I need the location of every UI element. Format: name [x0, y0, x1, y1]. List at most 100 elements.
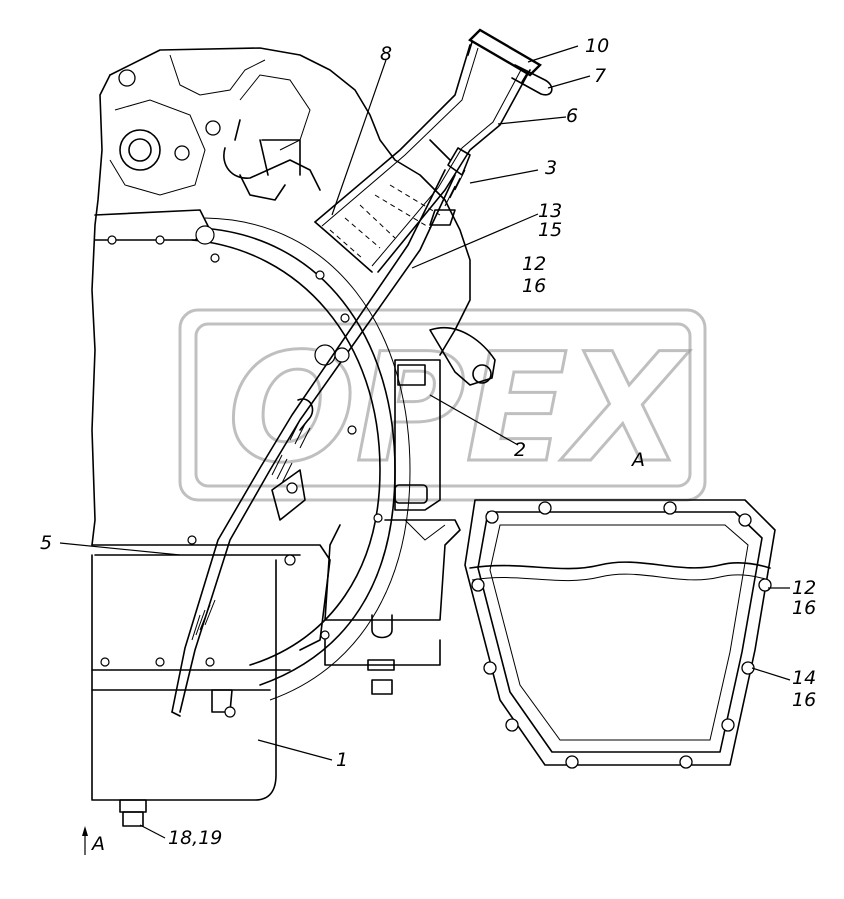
housing-bolt-hole	[320, 630, 330, 640]
view-arrow-head	[82, 826, 88, 836]
filler-tube-right-wall	[377, 69, 531, 273]
callout-1: 1	[336, 749, 348, 771]
hose-clamp	[234, 119, 301, 176]
gasket-bolt	[721, 718, 735, 732]
block-boss	[109, 99, 206, 196]
flywheel-housing	[91, 217, 411, 701]
gasket-bolt	[485, 510, 499, 524]
dipstick-tube-end	[171, 711, 181, 717]
coolant-hose	[223, 147, 321, 191]
drain-plug-head	[122, 811, 144, 827]
leader-14-16	[751, 667, 791, 681]
leader-13-15	[411, 213, 539, 269]
filler-tube-left-wall	[314, 44, 471, 223]
view-a-gasket	[464, 499, 776, 769]
oil-pan-bolt	[224, 706, 236, 718]
leader-7	[547, 75, 591, 89]
callout-6: 6	[566, 105, 578, 127]
housing-band	[91, 669, 291, 691]
leader-8	[331, 59, 387, 216]
gasket-break-line-2	[471, 573, 769, 582]
filter-housing	[324, 519, 461, 621]
block-bolt	[205, 120, 221, 136]
filter-nut	[367, 659, 395, 671]
filler-tube-joint	[429, 139, 451, 161]
drain-plug-body	[119, 799, 147, 813]
housing-bolt-hole	[100, 657, 110, 667]
block-casting-detail-2	[239, 74, 311, 151]
callout-16-right: 16	[792, 597, 816, 619]
dipstick-loop	[297, 398, 314, 431]
filter-bowl	[324, 639, 441, 666]
callout-7: 7	[594, 65, 606, 87]
watermark-outer-frame	[178, 308, 707, 502]
hidden-lines	[329, 184, 441, 259]
hose-bracket	[239, 174, 286, 201]
callout-3: 3	[545, 157, 557, 179]
housing-lower-flange	[91, 544, 331, 651]
tube-bracket-bolt	[286, 482, 298, 494]
gasket-bolt	[505, 718, 519, 732]
leader-1	[257, 739, 333, 761]
filler-cap-edge	[467, 41, 529, 83]
dipstick-tube-left	[171, 169, 446, 713]
leader-6	[497, 116, 567, 125]
housing-bolt-hole	[107, 235, 117, 245]
filter-bracket	[394, 359, 441, 511]
leader-5	[59, 542, 181, 556]
callout-14: 14	[792, 667, 816, 689]
housing-bolt	[195, 225, 215, 245]
tube-bracket	[271, 469, 306, 521]
filter-fitting	[394, 484, 428, 504]
gasket-inner	[489, 524, 749, 741]
gasket-bolt	[471, 578, 485, 592]
gasket-middle	[477, 511, 763, 753]
block-casting-detail	[169, 54, 266, 96]
leader-lines	[59, 45, 791, 855]
watermark-inner-frame	[194, 322, 692, 488]
tube-bracket-bolt	[334, 347, 350, 363]
callout-18-19: 18,19	[168, 827, 222, 849]
callout-2: 2	[514, 439, 526, 461]
dipstick-braid	[271, 419, 311, 484]
oil-filler-tube	[314, 28, 553, 273]
callout-10: 10	[585, 35, 609, 57]
watermark-text: OPEX	[228, 322, 690, 496]
block-port	[119, 129, 161, 171]
gasket-bolt	[565, 755, 579, 769]
filter-detail	[404, 519, 446, 541]
callout-labels: 10 7 8 6 3 13 15 12 16 2 5 1 12 16 14 16…	[40, 35, 816, 855]
leader-2	[429, 394, 519, 446]
block-port-inner	[128, 138, 152, 162]
dipstick-tube-right	[179, 174, 456, 713]
gasket-bolt	[758, 578, 772, 592]
filter-stud	[371, 614, 393, 639]
filler-cap-tab	[511, 64, 553, 96]
gasket-outer	[464, 499, 776, 766]
leader-3	[469, 169, 539, 184]
gasket-bolt	[741, 661, 755, 675]
gasket-break-line	[469, 561, 771, 570]
housing-bolt-hole	[373, 513, 383, 523]
housing-bolt-hole	[187, 535, 197, 545]
dipstick-spring	[444, 169, 466, 207]
callout-8: 8	[380, 43, 392, 65]
dipstick-handle	[447, 147, 471, 176]
oil-pan-outline	[91, 554, 277, 801]
filler-cap	[468, 28, 542, 77]
callout-13: 13	[538, 200, 562, 222]
callout-5: 5	[40, 532, 52, 554]
oil-pan	[91, 554, 296, 827]
block-bolt	[118, 69, 136, 87]
callout-15: 15	[538, 219, 562, 241]
callout-16-top: 16	[522, 275, 546, 297]
callout-12-top: 12	[522, 253, 546, 275]
housing-bolt-hole	[155, 657, 165, 667]
gasket-bolt	[738, 513, 752, 527]
filter-nut-2	[371, 679, 393, 695]
callout-16-lower: 16	[792, 689, 816, 711]
gasket-bolt	[679, 755, 693, 769]
callout-12-right: 12	[792, 577, 816, 599]
view-arrow-label-a: A	[90, 833, 105, 855]
